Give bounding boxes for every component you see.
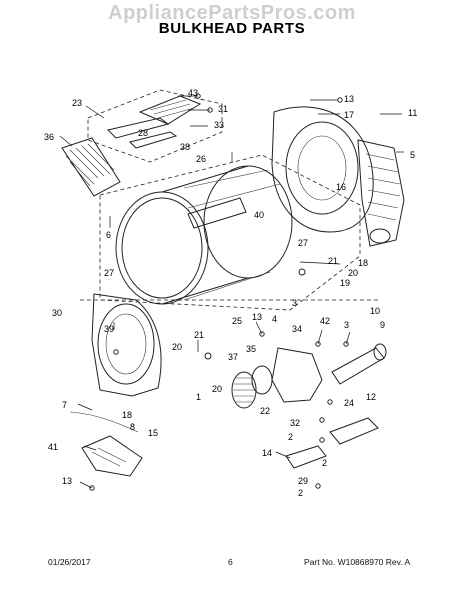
- callout-18b: 18: [122, 410, 132, 420]
- callout-6: 6: [106, 230, 111, 240]
- vent-duct-part: [107, 117, 170, 139]
- fastener-screws: [89, 93, 349, 491]
- callout-31: 31: [218, 104, 228, 114]
- rear-bulkhead-part: [271, 106, 374, 233]
- callout-1: 1: [196, 392, 201, 402]
- callout-39: 39: [104, 324, 114, 334]
- callout-33: 33: [214, 120, 224, 130]
- page-title: BULKHEAD PARTS: [158, 20, 306, 37]
- callout-42: 42: [320, 316, 330, 326]
- footer-revision: Rev. A: [385, 557, 411, 567]
- callout-3b: 3: [344, 320, 349, 330]
- callout-27b: 27: [104, 268, 114, 278]
- callout-27a: 27: [298, 238, 308, 248]
- callout-13c: 13: [62, 476, 72, 486]
- callout-2b: 2: [322, 458, 327, 468]
- callout-numbers: 43 31 23 28 33 38 36 26 13 17 11 5 16 40…: [44, 88, 417, 498]
- drum-part: [115, 165, 293, 305]
- callout-20a: 20: [348, 268, 358, 278]
- callout-15: 15: [148, 428, 158, 438]
- callout-2c: 2: [298, 488, 303, 498]
- leader-lines: [59, 95, 404, 489]
- door-switch-part: [285, 445, 327, 469]
- callout-5: 5: [410, 150, 415, 160]
- vent-assembly-outline: [87, 89, 223, 163]
- callout-26: 26: [196, 154, 206, 164]
- callout-2a: 2: [288, 432, 293, 442]
- callout-40: 40: [254, 210, 264, 220]
- callout-34: 34: [292, 324, 302, 334]
- callout-21a: 21: [328, 256, 338, 266]
- lint-duct-part: [81, 435, 143, 477]
- callout-17: 17: [344, 110, 354, 120]
- blower-seal-part: [251, 365, 273, 395]
- callout-36: 36: [44, 132, 54, 142]
- blower-wheel-part: [231, 371, 257, 409]
- callout-24: 24: [344, 398, 354, 408]
- footer-page-number: 6: [228, 557, 233, 567]
- callout-23: 23: [72, 98, 82, 108]
- callout-22: 22: [260, 406, 270, 416]
- front-bulkhead-part: [91, 293, 162, 397]
- callout-16: 16: [336, 182, 346, 192]
- heater-housing-part: [357, 139, 405, 247]
- footer-date: 01/26/2017: [48, 557, 91, 567]
- callout-35: 35: [246, 344, 256, 354]
- callout-25: 25: [232, 316, 242, 326]
- callout-29: 29: [298, 476, 308, 486]
- callout-13a: 13: [344, 94, 354, 104]
- callout-11: 11: [408, 108, 417, 118]
- callout-19: 19: [340, 278, 350, 288]
- callout-32: 32: [290, 418, 300, 428]
- callout-28: 28: [138, 128, 148, 138]
- callout-3a: 3: [292, 298, 297, 308]
- exhaust-tube-part: [331, 343, 387, 385]
- thermistor-part: [329, 417, 379, 445]
- wire-harness-part: [69, 411, 139, 433]
- callout-37: 37: [228, 352, 238, 362]
- callout-13b: 13: [252, 312, 262, 322]
- blower-housing-part: [271, 347, 323, 403]
- callout-7: 7: [62, 400, 67, 410]
- callout-14: 14: [262, 448, 272, 458]
- footer-part-label: Part No.: [304, 557, 336, 567]
- callout-43: 43: [188, 88, 198, 98]
- callout-18a: 18: [358, 258, 368, 268]
- watermark-text: AppliancePartsPros.com: [108, 2, 356, 24]
- callout-20c: 20: [212, 384, 222, 394]
- callout-20b: 20: [172, 342, 182, 352]
- footer-part-number: W10868970: [337, 557, 384, 567]
- callout-8: 8: [130, 422, 135, 432]
- callout-41: 41: [48, 442, 58, 452]
- callout-10: 10: [370, 306, 380, 316]
- callout-4: 4: [272, 314, 277, 324]
- vent-seal-part: [129, 131, 178, 149]
- callout-21b: 21: [194, 330, 204, 340]
- callout-30: 30: [52, 308, 62, 318]
- callout-38: 38: [180, 142, 190, 152]
- lint-screen-part: [61, 137, 121, 197]
- callout-9: 9: [380, 320, 385, 330]
- footer-part-info: Part No. W10868970 Rev. A: [304, 557, 410, 567]
- callout-12: 12: [366, 392, 376, 402]
